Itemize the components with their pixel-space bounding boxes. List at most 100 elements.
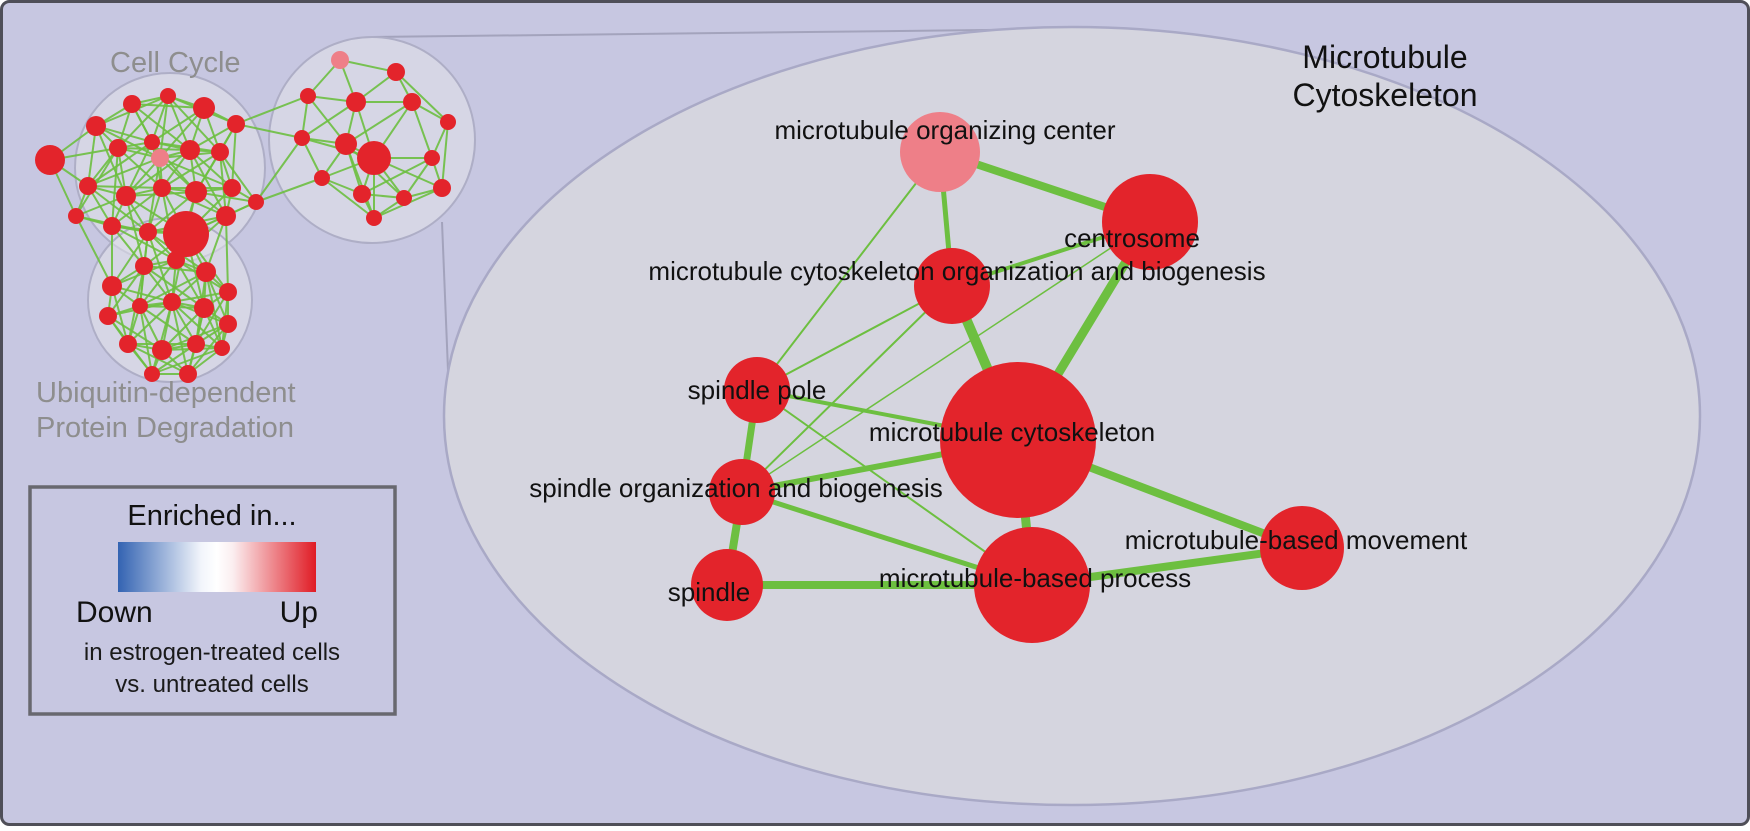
overview-edge xyxy=(235,123,303,139)
overview-node-36 xyxy=(366,210,382,226)
overview-edge xyxy=(255,177,323,203)
overview-edge xyxy=(189,149,227,217)
overview-edge xyxy=(167,95,221,153)
overview-node-9 xyxy=(180,140,200,160)
microtubule-title-line1: Microtubule xyxy=(1302,39,1467,75)
ubiquitin-label-line1: Ubiquitin-dependent xyxy=(36,377,296,409)
node-label-spindle: spindle xyxy=(668,577,750,607)
overview-edge xyxy=(75,215,113,287)
overview-node-41 xyxy=(219,283,237,301)
overview-edge xyxy=(411,101,433,159)
overview-edge xyxy=(231,123,237,189)
overview-edge xyxy=(345,143,375,219)
overview-node-39 xyxy=(167,251,185,269)
node-label-mt_movement: microtubule-based movement xyxy=(1125,525,1468,555)
overview-node-46 xyxy=(219,315,237,333)
network-node-spindle_org xyxy=(709,459,775,525)
overview-edge xyxy=(87,157,161,187)
node-label-spindle_org: spindle organization and biogenesis xyxy=(529,473,942,503)
overview-node-48 xyxy=(152,340,172,360)
overview-edge xyxy=(301,101,357,139)
overview-edge xyxy=(339,59,397,73)
node-label-spindle_pole: spindle pole xyxy=(688,375,827,405)
overview-edge xyxy=(395,71,449,123)
overview-node-14 xyxy=(185,181,207,203)
network-node-centrosome xyxy=(1102,174,1198,270)
network-node-mt_cyto xyxy=(940,362,1096,518)
edge-mt_org-spindle_org xyxy=(741,285,953,493)
cluster-outline-microtubule xyxy=(268,36,476,244)
node-label-centrosome: centrosome xyxy=(1064,223,1200,253)
node-label-mt_cyto: microtubule cytoskeleton xyxy=(869,417,1155,447)
overview-node-35 xyxy=(433,179,451,197)
legend-title: Enriched in... xyxy=(127,500,296,532)
overview-node-50 xyxy=(214,340,230,356)
legend: Enriched in... Down Up in estrogen-treat… xyxy=(28,485,397,716)
overview-node-17 xyxy=(103,217,121,235)
overview-node-30 xyxy=(357,141,391,175)
network-node-mt_org xyxy=(914,248,990,324)
overview-edge xyxy=(139,305,153,375)
overview-node-21 xyxy=(248,194,264,210)
overview-edge xyxy=(131,103,205,109)
overview-network xyxy=(35,36,476,383)
overview-edge xyxy=(151,301,173,375)
overview-node-47 xyxy=(119,335,137,353)
network-node-mt_process xyxy=(974,527,1090,643)
legend-caption-line2: vs. untreated cells xyxy=(115,671,308,698)
node-label-mt_org: microtubule cytoskeleton organization an… xyxy=(648,256,1265,286)
overview-node-31 xyxy=(424,150,440,166)
network-node-spindle xyxy=(691,549,763,621)
overview-edge xyxy=(107,265,145,317)
overview-node-51 xyxy=(144,366,160,382)
node-label-mtoc: microtubule organizing center xyxy=(774,115,1115,145)
overview-node-38 xyxy=(135,257,153,275)
overview-node-7 xyxy=(144,134,160,150)
overview-edge xyxy=(171,291,229,303)
overview-node-27 xyxy=(440,114,456,130)
overview-node-10 xyxy=(211,143,229,161)
overview-node-37 xyxy=(102,276,122,296)
overview-node-28 xyxy=(294,130,310,146)
edge-mtoc-spindle_pole xyxy=(756,151,941,391)
overview-edge xyxy=(125,149,191,197)
overview-node-52 xyxy=(179,365,197,383)
overview-node-29 xyxy=(335,133,357,155)
overview-edge xyxy=(403,157,433,199)
overview-node-23 xyxy=(387,63,405,81)
legend-gradient-bar xyxy=(118,542,316,592)
overview-edge xyxy=(87,125,97,187)
overview-node-0 xyxy=(35,145,65,175)
overview-node-5 xyxy=(227,115,245,133)
overview-edge xyxy=(87,185,149,233)
overview-edge xyxy=(441,121,449,189)
overview-edge xyxy=(111,231,149,287)
overview-edge xyxy=(139,271,207,307)
overview-edge xyxy=(345,101,413,145)
overview-edge xyxy=(139,259,177,307)
microtubule-title-line2: Cytoskeleton xyxy=(1293,77,1478,113)
overview-node-15 xyxy=(223,179,241,197)
node-label-mt_process: microtubule-based process xyxy=(879,563,1191,593)
overview-edge xyxy=(321,177,375,219)
network-node-mt_movement xyxy=(1260,506,1344,590)
overview-edge xyxy=(111,187,163,227)
overview-node-6 xyxy=(109,139,127,157)
ubiquitin-label-line2: Protein Degradation xyxy=(36,412,294,444)
overview-node-19 xyxy=(163,211,209,257)
edge-spindle_org-centrosome xyxy=(741,221,1151,493)
overview-edge xyxy=(151,347,223,375)
overview-node-20 xyxy=(216,206,236,226)
overview-node-16 xyxy=(68,208,84,224)
overview-node-32 xyxy=(314,170,330,186)
overview-edge xyxy=(87,141,153,187)
overview-node-44 xyxy=(163,293,181,311)
overview-edge xyxy=(111,225,177,261)
overview-node-12 xyxy=(116,186,136,206)
legend-down-label: Down xyxy=(76,596,153,629)
overview-node-18 xyxy=(139,223,157,241)
overview-edge xyxy=(151,95,169,143)
overview-node-43 xyxy=(132,298,148,314)
